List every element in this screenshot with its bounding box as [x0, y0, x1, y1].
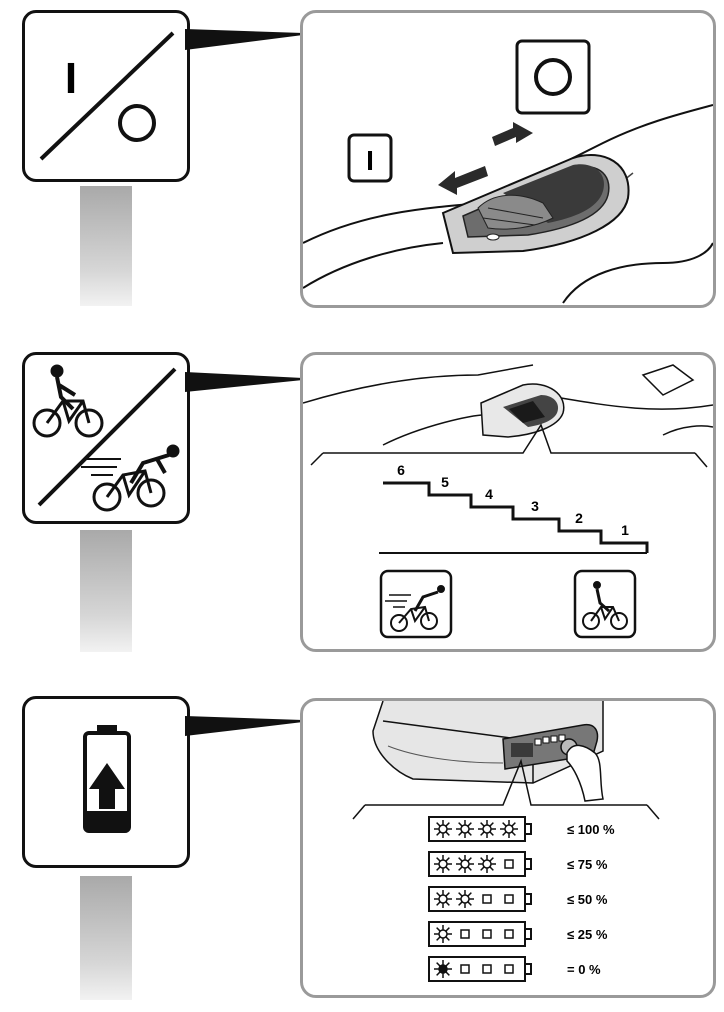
level-2-label: 2	[575, 510, 583, 526]
battery-level-label: ≤ 50 %	[567, 892, 608, 907]
on-label-box: I	[347, 133, 393, 183]
battery-level-label: ≤ 100 %	[567, 822, 615, 837]
led-off-icon	[460, 964, 470, 974]
led-lit-icon	[434, 855, 452, 873]
arrow-right-icon	[492, 122, 533, 146]
connector-bar-3	[80, 876, 132, 1000]
cyclist-fast-icon	[81, 444, 180, 512]
connector-bar	[80, 186, 132, 306]
led-lit-icon	[434, 820, 452, 838]
battery-level-table: ≤ 100 % ≤ 75 % ≤ 50 % ≤ 25 % = 0 %	[428, 816, 615, 982]
led-off-icon	[504, 964, 514, 974]
on-label: I	[366, 145, 374, 176]
battery-level-label: ≤ 75 %	[567, 857, 608, 872]
assist-level-detail: 6 5 4 3 2 1	[300, 352, 716, 652]
led-off-icon	[460, 929, 470, 939]
led-off-icon	[482, 929, 492, 939]
level-6-label: 6	[397, 462, 405, 478]
on-symbol: I	[65, 54, 77, 103]
power-symbol-box: I	[22, 10, 190, 182]
battery-level-detail: ≤ 100 % ≤ 75 % ≤ 50 % ≤ 25 % = 0 %	[300, 698, 716, 998]
level-1-label: 1	[621, 522, 629, 538]
led-lit-icon	[434, 960, 452, 978]
power-switch-illustration: I	[303, 39, 713, 304]
cyclist-slow-icon	[32, 364, 104, 438]
led-lit-icon	[456, 855, 474, 873]
led-lit-icon	[478, 855, 496, 873]
battery-level-row: ≤ 75 %	[428, 851, 608, 877]
callout-pointer-3	[185, 716, 303, 736]
led-lit-icon	[500, 820, 518, 838]
led-off-icon	[482, 894, 492, 904]
led-lit-icon	[456, 820, 474, 838]
led-lit-icon	[434, 890, 452, 908]
off-symbol-shape	[118, 104, 156, 142]
arrow-left-icon	[438, 166, 488, 195]
power-switch-detail: I	[300, 10, 716, 308]
led-lit-icon	[434, 925, 452, 943]
battery-charge-box	[22, 696, 190, 868]
level-5-label: 5	[441, 474, 449, 490]
callout-pointer	[185, 29, 303, 50]
battery-level-row: ≤ 50 %	[428, 886, 608, 912]
power-on-off-icon: I	[39, 31, 175, 161]
battery-level-label: = 0 %	[567, 962, 601, 977]
led-off-icon	[504, 859, 514, 869]
led-off-icon	[482, 964, 492, 974]
battery-level-label: ≤ 25 %	[567, 927, 608, 942]
callout-pointer-2	[185, 372, 303, 392]
battery-level-row: ≤ 100 %	[428, 816, 615, 842]
led-lit-icon	[456, 890, 474, 908]
slow-mode-icon	[573, 569, 637, 639]
level-3-label: 3	[531, 498, 539, 514]
assist-level-box	[22, 352, 190, 524]
led-lit-icon	[478, 820, 496, 838]
off-label-box	[515, 39, 591, 115]
battery-level-row: ≤ 25 %	[428, 921, 608, 947]
battery-level-row: = 0 %	[428, 956, 601, 982]
battery-charge-icon	[83, 725, 131, 833]
led-off-icon	[504, 894, 514, 904]
led-off-icon	[504, 929, 514, 939]
fast-mode-icon	[379, 569, 453, 639]
connector-bar-2	[80, 530, 132, 652]
level-4-label: 4	[485, 486, 493, 502]
